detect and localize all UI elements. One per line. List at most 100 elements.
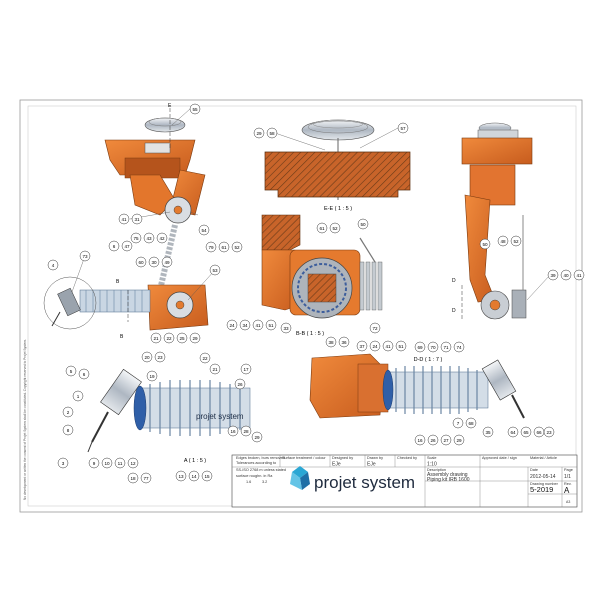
svg-text:24: 24	[229, 323, 235, 328]
svg-text:5: 5	[70, 369, 73, 374]
svg-text:41: 41	[385, 344, 391, 349]
svg-text:26: 26	[430, 438, 436, 443]
view-label-ee: E-E ( 1 : 5 )	[324, 206, 352, 212]
svg-text:Drawn by: Drawn by	[367, 456, 383, 460]
svg-text:A3: A3	[566, 500, 570, 504]
detail-a-torch	[87, 368, 142, 453]
svg-text:74: 74	[456, 345, 462, 350]
svg-text:28: 28	[243, 429, 249, 434]
detail-a-circle	[43, 276, 97, 330]
svg-text:8: 8	[67, 428, 70, 433]
svg-text:Page: Page	[564, 468, 573, 472]
svg-text:1:10: 1:10	[427, 462, 437, 468]
logo-mark	[290, 466, 310, 490]
svg-text:29: 29	[192, 336, 198, 341]
svg-text:35: 35	[485, 430, 491, 435]
svg-text:3.2: 3.2	[262, 480, 267, 484]
svg-text:47: 47	[124, 244, 130, 249]
svg-text:66: 66	[536, 430, 542, 435]
svg-text:52: 52	[332, 226, 338, 231]
svg-text:surface roughn. in Ra: surface roughn. in Ra	[236, 474, 273, 478]
logo-wordmark: projet system	[314, 473, 415, 492]
svg-text:Checked by: Checked by	[397, 456, 417, 460]
bb-hatched-wall	[261, 214, 301, 251]
svg-text:57: 57	[400, 126, 406, 131]
svg-text:15: 15	[204, 474, 210, 479]
svg-text:41: 41	[255, 323, 261, 328]
view-section-ee: E-E ( 1 : 5 ) 29 58 57	[253, 119, 411, 212]
side-housing	[461, 137, 533, 165]
svg-text:53: 53	[212, 268, 218, 273]
svg-text:Scale: Scale	[427, 456, 437, 460]
svg-text:Surface treatment / colour: Surface treatment / colour	[282, 456, 326, 460]
svg-text:51: 51	[268, 323, 274, 328]
bellows-cover	[79, 289, 151, 313]
svg-text:11: 11	[118, 461, 123, 466]
svg-text:39: 39	[550, 273, 556, 278]
svg-text:13: 13	[178, 474, 184, 479]
svg-text:1/1: 1/1	[564, 474, 571, 480]
svg-text:72: 72	[372, 326, 378, 331]
callouts-view4: 50 48 52 39 40 41	[479, 235, 585, 301]
svg-text:40: 40	[563, 273, 569, 278]
svg-text:64: 64	[510, 430, 516, 435]
svg-text:A: A	[564, 486, 570, 495]
svg-text:22: 22	[166, 336, 172, 341]
svg-text:1.6: 1.6	[246, 480, 251, 484]
svg-text:3: 3	[62, 461, 65, 466]
svg-text:B: B	[116, 279, 120, 285]
svg-text:26: 26	[237, 382, 243, 387]
svg-text:65: 65	[523, 430, 529, 435]
svg-text:16: 16	[417, 438, 423, 443]
view-side: D D 50 48 52 39 40 41	[452, 122, 585, 320]
svg-text:31: 31	[134, 217, 140, 222]
svg-text:EJe: EJe	[367, 462, 376, 468]
weld-torch-small	[51, 287, 81, 327]
svg-text:2: 2	[67, 410, 70, 415]
svg-text:29: 29	[256, 131, 262, 136]
svg-text:50: 50	[482, 242, 488, 247]
svg-text:48: 48	[500, 239, 506, 244]
svg-text:6: 6	[83, 372, 86, 377]
svg-text:12: 12	[130, 461, 136, 466]
svg-text:70: 70	[430, 345, 436, 350]
svg-text:75: 75	[133, 236, 139, 241]
svg-text:Rev.: Rev.	[564, 482, 572, 486]
dd-torch	[481, 359, 525, 419]
svg-text:55: 55	[192, 107, 198, 112]
svg-text:Edges broken, burs removed: Edges broken, burs removed	[236, 456, 285, 460]
svg-text:38: 38	[328, 340, 334, 345]
ee-hatched-housing	[264, 151, 411, 198]
svg-text:33: 33	[283, 326, 289, 331]
svg-text:5-2019: 5-2019	[530, 485, 553, 494]
detail-a-brand: projet system	[196, 412, 244, 421]
svg-text:22: 22	[202, 356, 208, 361]
svg-text:60: 60	[138, 260, 144, 265]
view-label-dd: D-D ( 1 : 7 )	[414, 357, 443, 363]
svg-text:58: 58	[269, 131, 275, 136]
svg-text:37: 37	[359, 344, 365, 349]
svg-text:25: 25	[179, 336, 185, 341]
svg-text:Designed by: Designed by	[332, 456, 353, 460]
svg-text:Drawing number: Drawing number	[530, 482, 559, 486]
callouts-view2: 29 58 57	[253, 122, 409, 151]
svg-text:B: B	[120, 334, 124, 340]
view-section-dd: D-D ( 1 : 7 ) 69 70 71 74 7 68 35 16 26 …	[309, 341, 555, 446]
svg-text:41: 41	[121, 217, 127, 222]
svg-text:24: 24	[372, 344, 378, 349]
svg-text:2012-05-14: 2012-05-14	[530, 474, 556, 480]
svg-text:18: 18	[130, 476, 136, 481]
company-logo: projet system	[290, 466, 415, 492]
svg-text:79: 79	[208, 245, 214, 250]
svg-text:Assembly drawing: Assembly drawing	[427, 472, 468, 478]
title-block: Edges broken, burs removed Tolerances ac…	[231, 454, 578, 508]
svg-text:7: 7	[457, 421, 460, 426]
svg-text:27: 27	[443, 438, 449, 443]
section-label-e: E	[168, 103, 172, 109]
svg-text:23: 23	[157, 355, 163, 360]
svg-text:9: 9	[93, 461, 96, 466]
svg-text:10: 10	[104, 461, 110, 466]
svg-text:Material / Article: Material / Article	[530, 456, 557, 460]
svg-text:6: 6	[113, 244, 116, 249]
